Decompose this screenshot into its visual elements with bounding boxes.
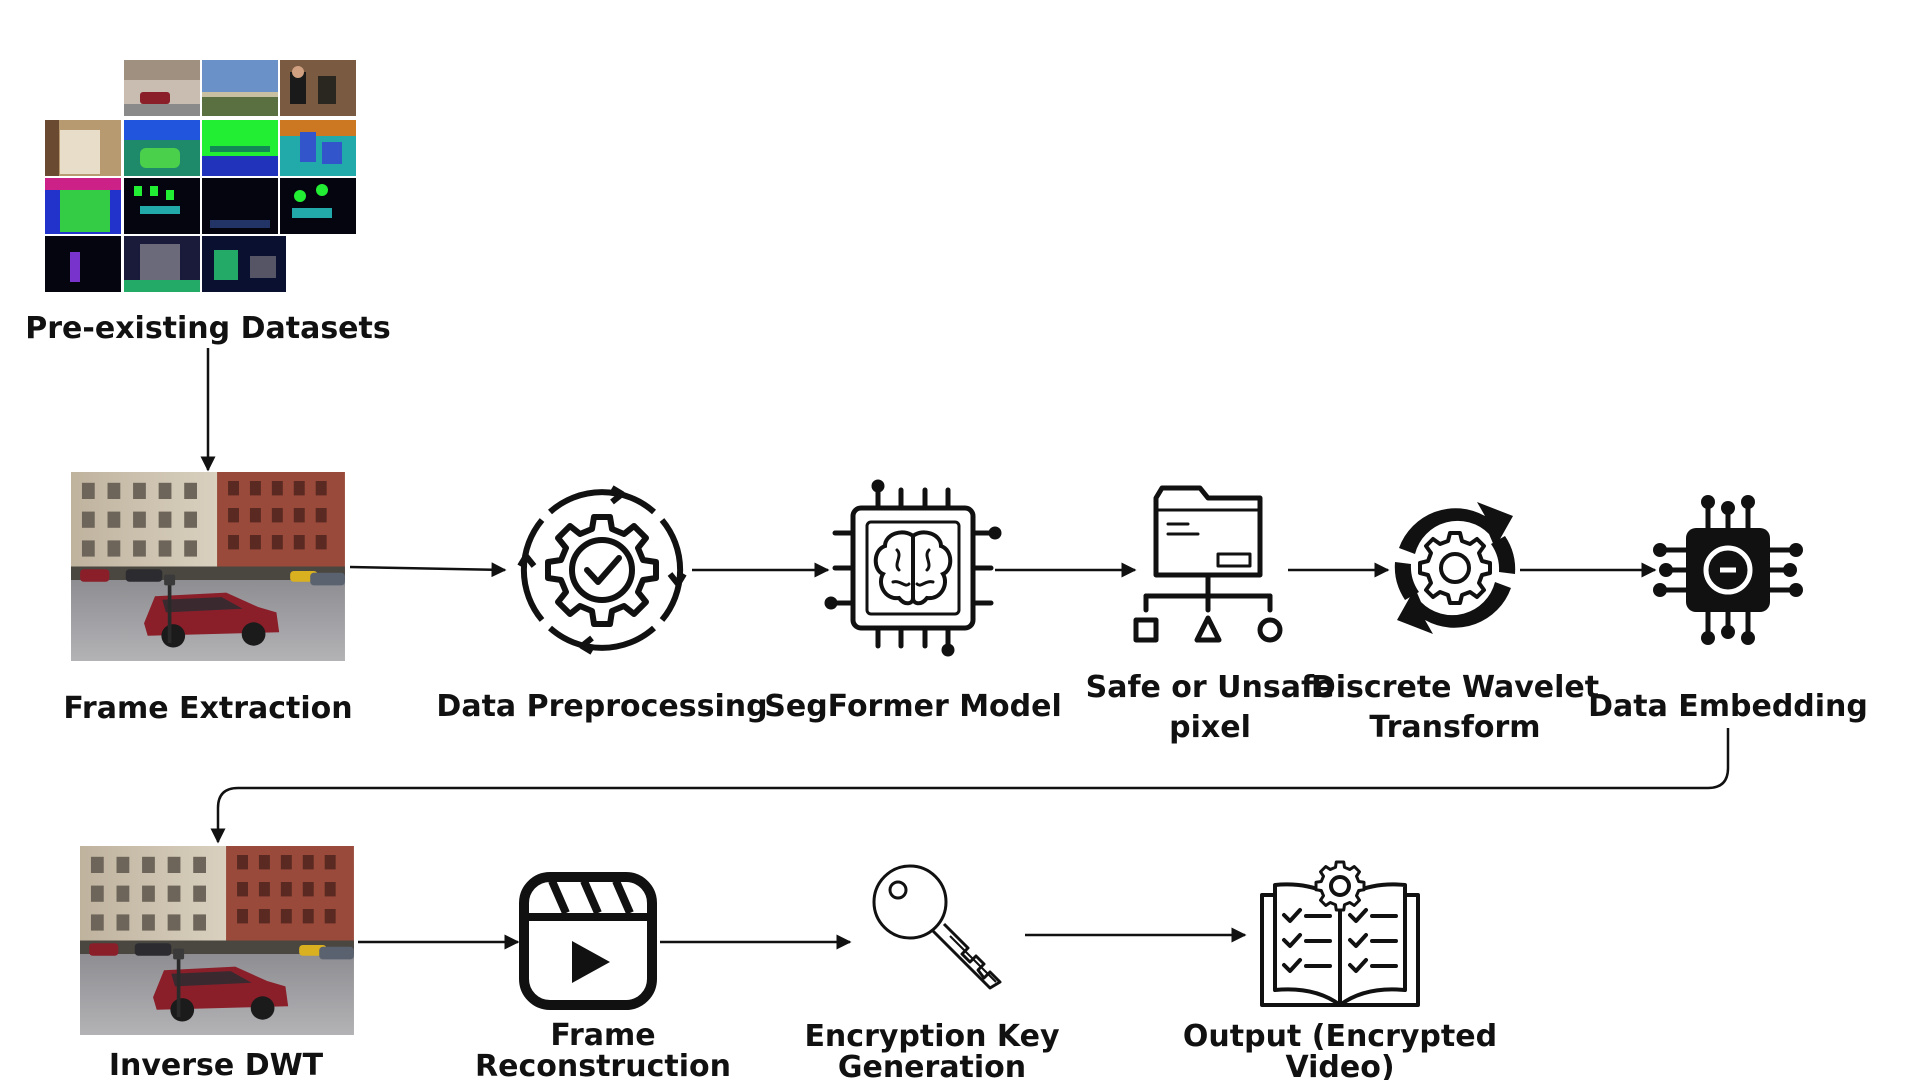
encryption-key-label-line2: Generation [838, 1050, 1026, 1080]
dataset-thumb [124, 120, 200, 176]
dwt-label-line1: Discrete Wavelet [1311, 670, 1599, 705]
dataset-thumb [202, 178, 278, 234]
inverse-dwt-image [80, 846, 354, 1035]
video-clapper-play-icon [519, 872, 657, 1010]
dataset-thumb [202, 236, 286, 292]
dataset-thumb [202, 60, 278, 116]
dataset-thumb [45, 120, 121, 176]
safe-unsafe-label-line2: pixel [1169, 710, 1251, 745]
open-book-checklist-gear-icon [1260, 860, 1420, 1007]
dataset-thumb [124, 236, 200, 292]
frame-reconstruction-label-line1: Frame [550, 1018, 655, 1053]
segformer-label: SegFormer Model [764, 689, 1062, 724]
dataset-thumb [280, 60, 356, 116]
dataset-thumb [124, 60, 200, 116]
arrow-embedding-to-inverse-dwt [210, 728, 1730, 844]
inverse-dwt-label: Inverse DWT [109, 1048, 324, 1080]
dataset-thumb [124, 178, 200, 234]
output-label-line1: Output (Encrypted [1183, 1019, 1497, 1054]
dataset-thumb [280, 178, 356, 234]
data-preprocessing-label: Data Preprocessing [436, 689, 767, 724]
arrow-frame-to-preprocessing [349, 562, 507, 578]
dwt-label-line2: Transform [1369, 710, 1540, 745]
dataset-thumb [280, 120, 356, 176]
dataset-thumb [202, 120, 278, 176]
dataset-thumb [45, 178, 121, 234]
encryption-key-label-line1: Encryption Key [804, 1019, 1060, 1054]
gear-check-cycle-icon [517, 485, 687, 655]
frame-extraction-label: Frame Extraction [63, 691, 352, 726]
frame-reconstruction-label-line2: Reconstruction [475, 1049, 731, 1080]
datasets-label: Pre-existing Datasets [25, 311, 390, 346]
gear-refresh-icon [1394, 502, 1516, 634]
frame-extraction-image [71, 472, 345, 661]
key-icon [872, 864, 1002, 990]
dataset-thumb [45, 236, 121, 292]
safe-unsafe-label-line1: Safe or Unsafe [1086, 670, 1335, 705]
processor-chip-icon [1653, 495, 1803, 645]
brain-chip-icon [824, 479, 1002, 657]
output-label-line2: Video) [1285, 1050, 1394, 1080]
data-embedding-label: Data Embedding [1588, 689, 1868, 724]
folder-hierarchy-icon [1133, 485, 1283, 643]
dataset-mosaic-image [45, 60, 356, 292]
